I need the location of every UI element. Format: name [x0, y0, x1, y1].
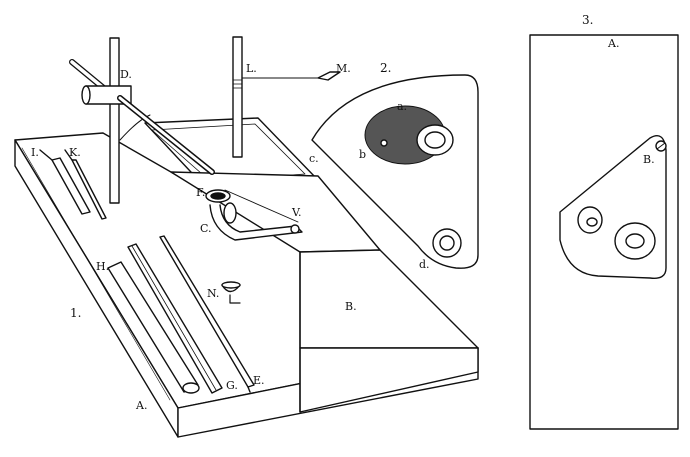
fig1-mirror-f: [205, 189, 303, 241]
fig1-rods-tubes: [39, 149, 255, 394]
label-k: K.: [69, 146, 81, 159]
label-fig2-d: d.: [419, 258, 430, 271]
fig1-clamp-d: [69, 59, 215, 175]
label-f: F.: [196, 186, 205, 199]
label-b: B.: [345, 300, 357, 313]
label-m: M.: [336, 62, 351, 75]
figure-number-3: 3.: [582, 13, 593, 27]
label-i: I.: [31, 146, 39, 159]
label-fig3-a: A.: [607, 37, 619, 50]
label-fig2-a: a.: [397, 100, 407, 113]
fig3-panel: [529, 34, 679, 430]
label-e: E.: [253, 374, 265, 387]
label-fig2-c: c.: [309, 152, 319, 165]
label-h: H.: [96, 260, 109, 273]
fig1-stand-rods: [109, 36, 243, 204]
fig2-labels: 2. a. b c. d.: [309, 61, 430, 271]
fig1-block-b: [170, 171, 479, 413]
label-fig3-b: B.: [643, 153, 655, 166]
figure-number-2: 2.: [380, 61, 391, 75]
fig1-cup-n: [221, 281, 241, 304]
label-a: A.: [135, 399, 147, 412]
label-l: L.: [246, 62, 257, 75]
label-g: G.: [226, 379, 238, 392]
label-n: N.: [207, 287, 219, 300]
fig2-plate: [311, 74, 479, 269]
figure-number-1: 1.: [70, 306, 81, 320]
fig1-cord-lm: [241, 71, 341, 81]
fig3-labels: 3. A. B.: [582, 13, 655, 166]
label-v: V.: [291, 206, 302, 219]
label-fig2-b: b: [359, 148, 366, 161]
label-c: C.: [200, 222, 212, 235]
fig1-labels: D. L. M. I. K. F. C. V. H. N. B. G. E. A…: [31, 62, 357, 412]
label-d: D.: [120, 68, 132, 81]
